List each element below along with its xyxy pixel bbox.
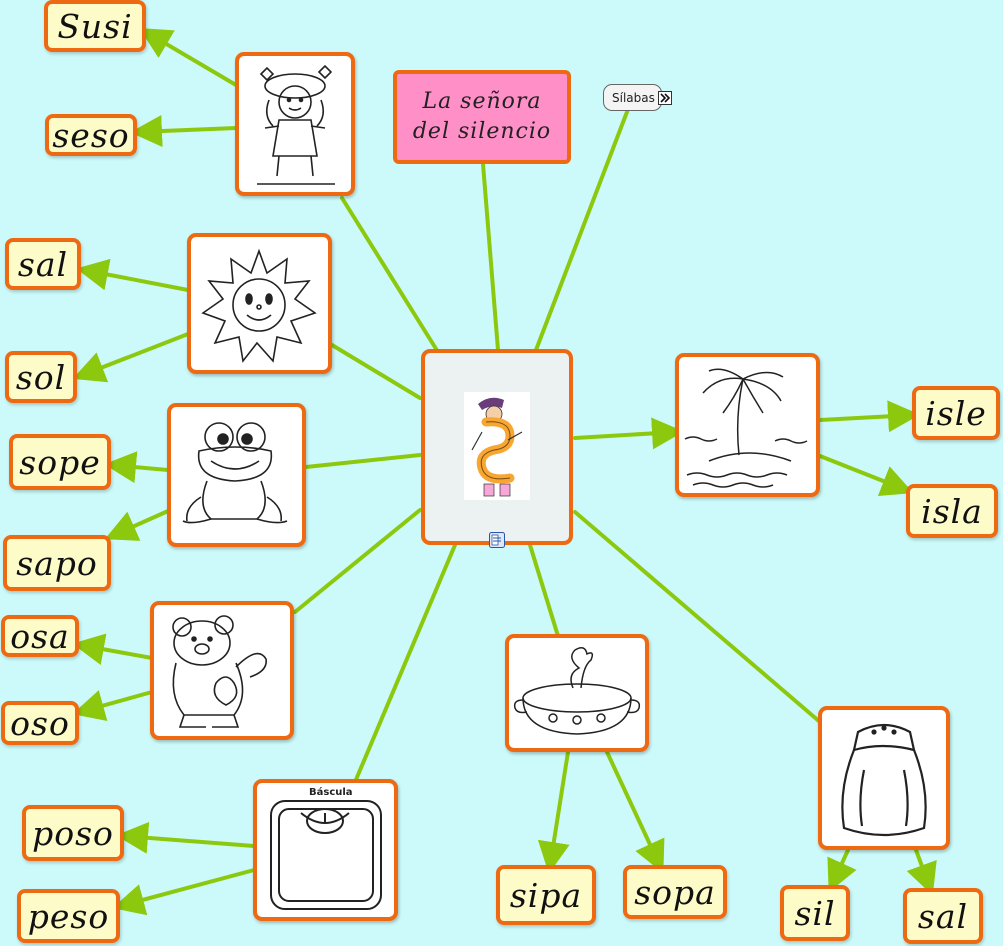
- word-isle-text: isle: [925, 397, 987, 430]
- word-peso-text: peso: [28, 900, 109, 933]
- word-sipa-text: sipa: [510, 879, 582, 912]
- word-sipa[interactable]: sipa: [496, 865, 596, 925]
- word-poso-text: poso: [32, 817, 114, 850]
- word-peso[interactable]: peso: [17, 889, 120, 943]
- word-seso[interactable]: seso: [45, 114, 137, 156]
- island-picture[interactable]: [675, 353, 820, 497]
- word-oso-text: oso: [10, 707, 70, 740]
- word-sopa[interactable]: sopa: [623, 865, 727, 919]
- word-sal-right[interactable]: sal: [903, 888, 983, 944]
- word-susi[interactable]: Susi: [44, 0, 146, 52]
- silabas-label: Sílabas: [612, 91, 655, 105]
- frog-picture[interactable]: [167, 403, 306, 547]
- word-sal-left-text: sal: [18, 248, 68, 281]
- word-poso[interactable]: poso: [22, 805, 124, 861]
- word-sope[interactable]: sope: [9, 434, 111, 490]
- silabas-link[interactable]: Sílabas: [603, 84, 662, 111]
- word-sopa-text: sopa: [634, 876, 716, 909]
- girl-picture[interactable]: [235, 52, 355, 196]
- soup-pot-picture[interactable]: [505, 634, 649, 752]
- bear-picture[interactable]: [150, 601, 294, 740]
- expand-arrow-icon[interactable]: [658, 91, 672, 105]
- title-text: La señora del silencio: [407, 87, 557, 146]
- word-osa[interactable]: osa: [1, 615, 79, 657]
- word-isla-text: isla: [921, 495, 983, 528]
- word-seso-text: seso: [52, 119, 129, 152]
- word-sol-text: sol: [16, 361, 66, 394]
- letter-s-character-picture: [464, 392, 530, 500]
- word-sapo[interactable]: sapo: [3, 535, 111, 591]
- word-sal-left[interactable]: sal: [5, 238, 81, 290]
- word-sope-text: sope: [19, 446, 100, 479]
- scale-picture[interactable]: Báscula: [253, 779, 398, 921]
- word-sapo-text: sapo: [16, 547, 98, 580]
- word-sol[interactable]: sol: [5, 351, 77, 403]
- word-isle[interactable]: isle: [912, 386, 1000, 440]
- word-sil[interactable]: sil: [780, 885, 850, 941]
- title-node[interactable]: La señora del silencio: [393, 70, 571, 164]
- sun-picture[interactable]: [187, 233, 332, 374]
- word-sal-right-text: sal: [918, 900, 968, 933]
- word-susi-text: Susi: [57, 10, 132, 43]
- scale-caption: Báscula: [309, 787, 353, 798]
- note-icon[interactable]: [489, 532, 505, 548]
- salt-shaker-picture[interactable]: [818, 706, 950, 850]
- word-sil-text: sil: [794, 897, 835, 930]
- word-osa-text: osa: [10, 620, 69, 653]
- word-oso[interactable]: oso: [1, 701, 79, 745]
- word-isla[interactable]: isla: [906, 484, 998, 538]
- center-node[interactable]: [421, 349, 573, 545]
